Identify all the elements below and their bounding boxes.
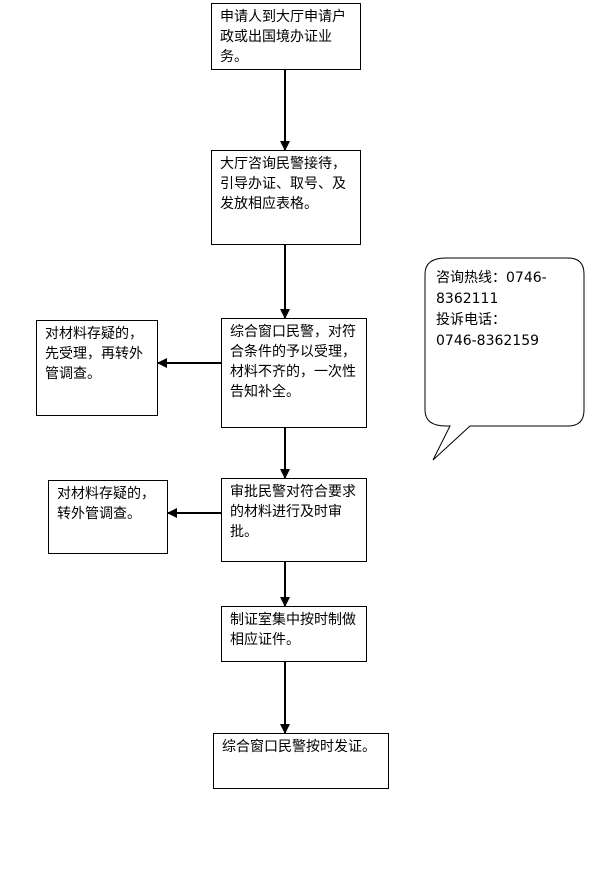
step-issuance: 综合窗口民警按时发证。 <box>213 733 389 789</box>
step-production: 制证室集中按时制做相应证件。 <box>221 606 367 662</box>
note-investigate: 对材料存疑的，转外管调查。 <box>48 480 168 554</box>
hotline-line: 咨询热线：0746-8362111 <box>436 268 574 310</box>
note-accept-then-investigate: 对材料存疑的，先受理，再转外管调查。 <box>36 320 158 416</box>
step-approval: 审批民警对符合要求的材料进行及时审批。 <box>221 478 367 562</box>
hotline-number: 0746-8362111 <box>436 270 547 307</box>
callout-bubble <box>424 257 585 461</box>
step-reception: 大厅咨询民警接待，引导办证、取号、及发放相应表格。 <box>211 150 361 245</box>
callout-text: 咨询热线：0746-8362111 投诉电话： 0746-8362159 <box>436 268 574 352</box>
complaint-number: 0746-8362159 <box>436 333 540 349</box>
complaint-label: 投诉电话： <box>436 312 506 328</box>
step-apply: 申请人到大厅申请户政或出国境办证业务。 <box>211 3 361 70</box>
hotline-label: 咨询热线： <box>436 270 506 286</box>
step-acceptance: 综合窗口民警，对符合条件的予以受理，材料不齐的，一次性告知补全。 <box>221 318 367 428</box>
